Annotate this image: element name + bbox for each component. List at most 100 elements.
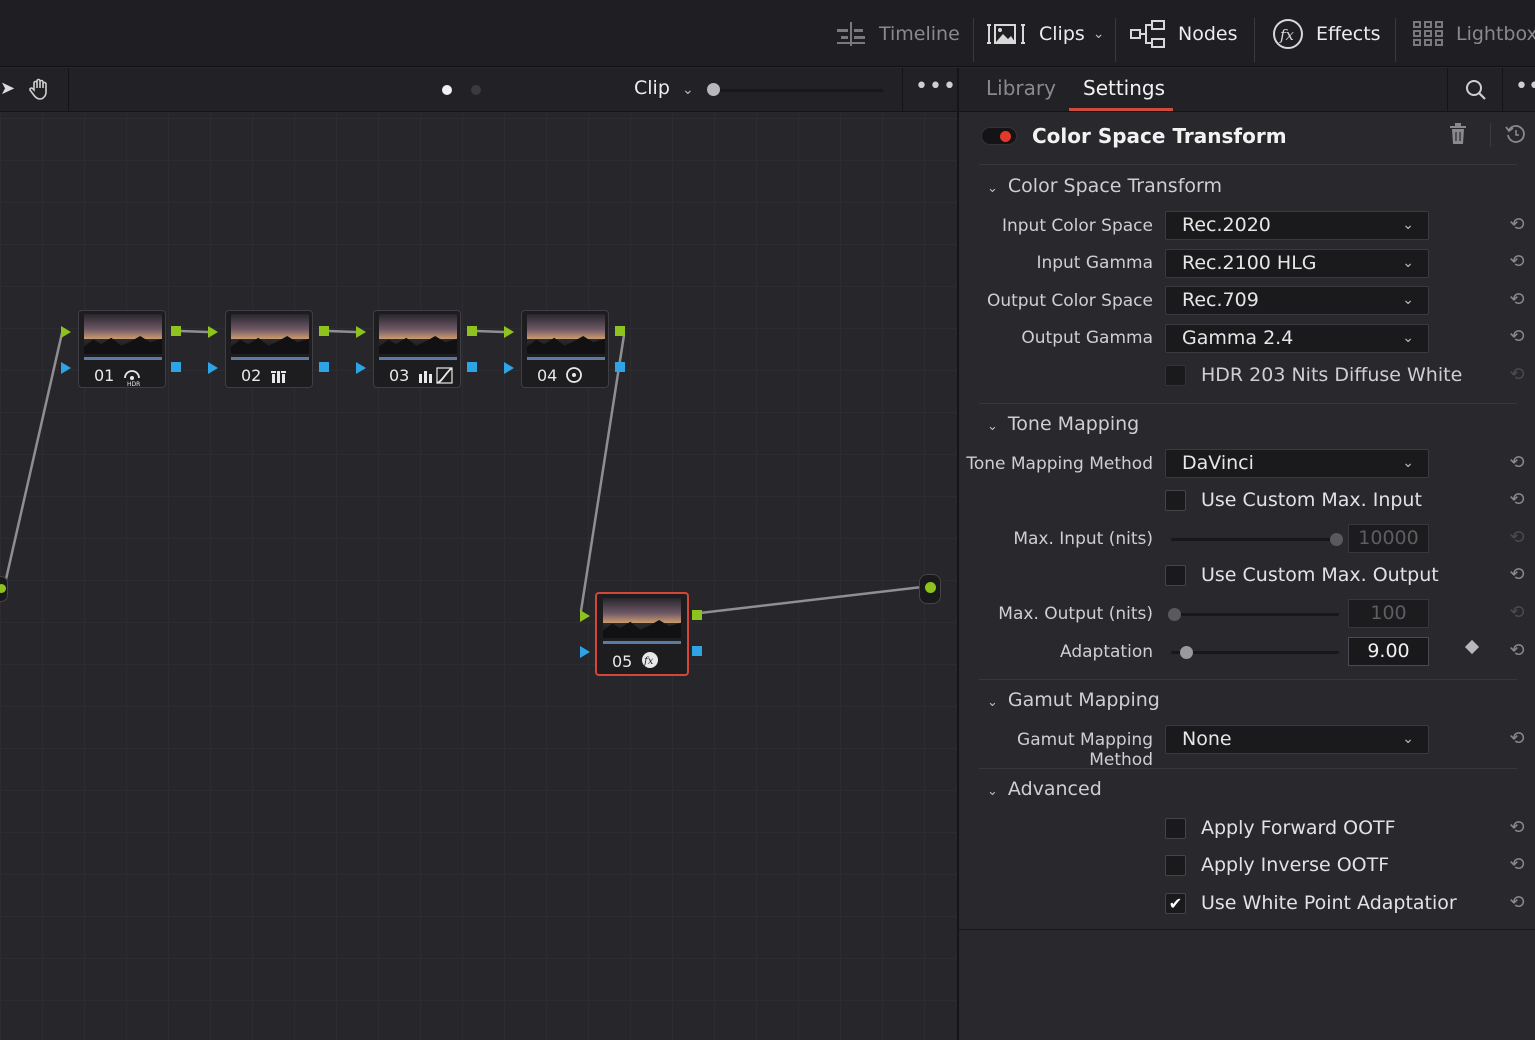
reset-icon[interactable]: ⟲ [1509,602,1525,623]
node-output-port[interactable] [319,362,329,372]
max-input-slider-knob[interactable] [1330,533,1343,546]
chevron-down-icon: ⌄ [1402,731,1414,747]
node-output-port[interactable] [615,326,625,336]
node-number: 02 [241,366,262,385]
node-05-selected[interactable]: 05 fx [595,592,689,676]
zoom-slider-track[interactable] [713,89,883,92]
keyframe-diamond-icon[interactable] [1464,639,1480,655]
adaptation-slider[interactable] [1171,651,1339,654]
tone-mapping-method-dropdown[interactable]: DaVinci⌄ [1165,449,1429,478]
pointer-icon[interactable]: ➤ [0,78,16,99]
page-dot-active[interactable] [442,85,452,95]
node-input-port[interactable] [208,326,218,338]
white-point-checkbox[interactable]: ✔ [1165,893,1186,914]
tab-library[interactable]: Library [986,76,1056,100]
zoom-slider-knob[interactable] [707,83,720,96]
node-output-port[interactable] [615,362,625,372]
reset-icon[interactable]: ⟲ [1509,326,1525,347]
max-output-slider[interactable] [1171,613,1339,616]
node-output-port[interactable] [171,326,181,336]
reset-icon[interactable]: ⟲ [1509,728,1525,749]
reset-icon[interactable]: ⟲ [1509,640,1525,661]
node-canvas[interactable]: 01 HDR 02 03 04 05 fx [0,113,957,1040]
forward-ootf-checkbox[interactable] [1165,818,1186,839]
node-output-port[interactable] [692,610,702,620]
node-input-port[interactable] [504,362,514,374]
divider [979,679,1517,680]
output-color-space-dropdown[interactable]: Rec.709⌄ [1165,286,1429,315]
adaptation-field[interactable]: 9.00 [1348,637,1429,666]
input-color-space-dropdown[interactable]: Rec.2020⌄ [1165,211,1429,240]
gamut-mapping-method-dropdown[interactable]: None⌄ [1165,725,1429,754]
section-header-cst[interactable]: ⌄Color Space Transform [987,175,1222,197]
reset-all-button[interactable] [1505,123,1527,149]
node-input-port[interactable] [61,362,71,374]
node-bar [527,357,605,360]
max-output-field[interactable]: 100 [1348,599,1429,628]
node-output-port[interactable] [692,646,702,656]
reset-icon[interactable]: ⟲ [1509,289,1525,310]
delete-button[interactable] [1449,123,1467,149]
search-button[interactable] [1464,78,1488,106]
reset-icon[interactable]: ⟲ [1509,251,1525,272]
nodes-button[interactable]: Nodes [1130,0,1238,67]
reset-icon[interactable]: ⟲ [1509,854,1525,875]
node-input-port[interactable] [580,646,590,658]
divider [979,768,1517,769]
input-gamma-dropdown[interactable]: Rec.2100 HLG⌄ [1165,249,1429,278]
node-04[interactable]: 04 [521,310,609,388]
active-tab-indicator [1069,108,1173,111]
node-input-port[interactable] [356,362,366,374]
custom-max-input-label: Use Custom Max. Input [1201,489,1422,511]
section-header-gamut-mapping[interactable]: ⌄Gamut Mapping [987,689,1160,711]
node-input-port[interactable] [580,610,590,622]
more-options-icon[interactable]: •• [1515,74,1535,99]
reset-icon[interactable]: ⟲ [1509,564,1525,585]
trash-icon [1450,123,1466,144]
mode-dropdown[interactable]: Clip ⌄ [634,77,694,99]
reset-icon[interactable]: ⟲ [1509,817,1525,838]
output-gamma-dropdown[interactable]: Gamma 2.4⌄ [1165,324,1429,353]
panel-divider[interactable] [957,68,959,1040]
reset-icon[interactable]: ⟲ [1509,892,1525,913]
adaptation-slider-knob[interactable] [1180,646,1193,659]
node-input-port[interactable] [504,326,514,338]
node-output-port[interactable] [319,326,329,336]
max-input-field[interactable]: 10000 [1348,524,1429,553]
node-03[interactable]: 03 [373,310,461,388]
hand-tool-button[interactable] [28,77,52,105]
custom-max-input-checkbox[interactable] [1165,490,1186,511]
settings-body: Color Space Transform ⌄Color Space Trans… [959,113,1535,930]
effect-enable-toggle[interactable] [981,127,1017,145]
node-output-port[interactable] [467,326,477,336]
timeline-button[interactable]: Timeline [835,0,960,67]
node-02[interactable]: 02 [225,310,313,388]
reset-icon[interactable]: ⟲ [1509,452,1525,473]
lightbox-button[interactable]: Lightbox [1412,0,1535,67]
inverse-ootf-checkbox[interactable] [1165,855,1186,876]
node-input-port[interactable] [61,326,71,338]
reset-icon[interactable]: ⟲ [1509,364,1525,385]
page-dot[interactable] [471,85,481,95]
chevron-down-icon: ⌄ [1402,330,1414,346]
divider [973,18,974,62]
reset-icon[interactable]: ⟲ [1509,527,1525,548]
node-output-port[interactable] [171,362,181,372]
reset-icon[interactable]: ⟲ [1509,489,1525,510]
section-header-tone-mapping[interactable]: ⌄Tone Mapping [987,413,1139,435]
node-input-port[interactable] [356,326,366,338]
custom-max-output-checkbox[interactable] [1165,565,1186,586]
max-output-slider-knob[interactable] [1168,608,1181,621]
more-options-icon[interactable]: ••• [915,74,957,99]
max-input-slider[interactable] [1171,538,1339,541]
hdr-203-checkbox[interactable] [1165,365,1186,386]
chevron-down-icon: ⌄ [1402,255,1414,271]
effects-button[interactable]: fx Effects [1272,0,1381,67]
reset-icon[interactable]: ⟲ [1509,214,1525,235]
node-input-port[interactable] [208,362,218,374]
tab-settings[interactable]: Settings [1083,76,1166,100]
node-output-port[interactable] [467,362,477,372]
section-header-advanced[interactable]: ⌄Advanced [987,778,1102,800]
clips-button[interactable]: Clips ⌄ [985,0,1105,67]
node-01[interactable]: 01 HDR [78,310,166,388]
